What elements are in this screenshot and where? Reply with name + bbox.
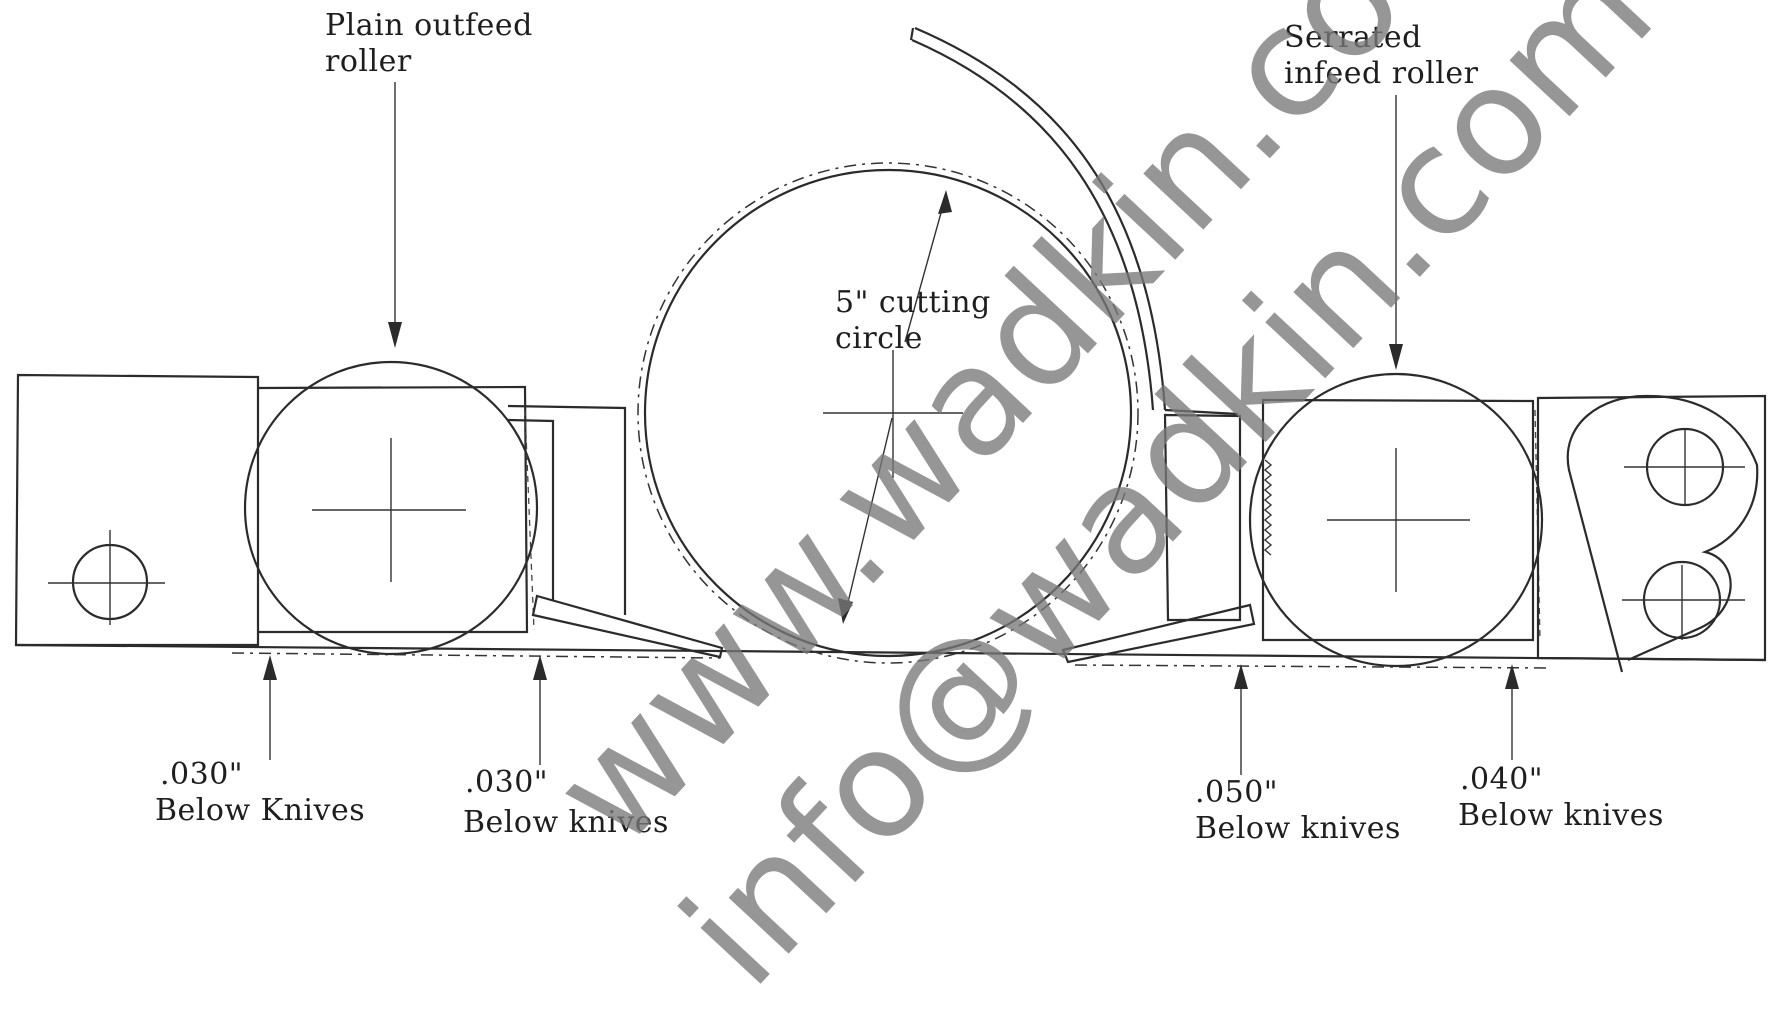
outfeed-label-arrow bbox=[388, 322, 402, 348]
infeed-roller-label-line1: Serrated bbox=[1284, 20, 1422, 55]
guard-arc-end bbox=[909, 27, 915, 41]
serration-marks bbox=[1263, 459, 1273, 556]
outfeed-bracket bbox=[257, 385, 529, 634]
radius-leader-upper bbox=[904, 194, 947, 343]
outfeed-roller-label-line1: Plain outfeed bbox=[325, 8, 533, 43]
outfeed-roller bbox=[243, 360, 539, 656]
infeed-roller bbox=[1248, 372, 1544, 668]
pressure-bar-left-inner bbox=[507, 418, 555, 600]
pressure-bar-right bbox=[1163, 413, 1242, 622]
dim3-arrow bbox=[1234, 664, 1248, 689]
cutting-circle-label-line2: circle bbox=[835, 321, 923, 356]
dim1-text: Below Knives bbox=[155, 793, 366, 828]
right-housing bbox=[1536, 394, 1767, 662]
dim2-value: .030" bbox=[465, 765, 549, 800]
cutting-circle-label-line1: 5" cutting bbox=[835, 285, 991, 320]
infeed-label-arrow bbox=[1389, 344, 1403, 370]
dim4-value: .040" bbox=[1460, 762, 1544, 797]
infeed-bracket bbox=[1261, 398, 1535, 642]
infeed-roller-label-line2: infeed roller bbox=[1284, 56, 1479, 91]
dim3-value: .050" bbox=[1195, 775, 1279, 810]
table-baseline bbox=[14, 643, 1766, 662]
radius-arrow-upper bbox=[938, 190, 952, 214]
cutting-circle bbox=[643, 168, 1133, 658]
left-wedge bbox=[531, 594, 724, 659]
cam-lever bbox=[1566, 394, 1759, 673]
dim1-value: .030" bbox=[160, 757, 244, 792]
dim2-arrow bbox=[533, 655, 547, 680]
left-housing bbox=[14, 373, 260, 647]
dim4-text: Below knives bbox=[1458, 798, 1664, 833]
radius-leader-lower bbox=[844, 417, 893, 616]
radius-arrow-lower bbox=[838, 598, 853, 624]
right-wedge bbox=[1061, 603, 1256, 664]
outfeed-roller-label-line2: roller bbox=[325, 44, 412, 79]
roller-setting-diagram: Plain outfeed roller Serrated infeed rol… bbox=[14, 0, 1767, 1019]
dim4-arrow bbox=[1505, 664, 1519, 689]
guard-arc-foot bbox=[1164, 408, 1239, 416]
diagram-drawing bbox=[14, 26, 1767, 775]
guard-arc-inner bbox=[911, 38, 1155, 411]
clearance-line-left bbox=[231, 652, 721, 659]
clearance-line-right bbox=[1074, 664, 1551, 669]
dim1-arrow bbox=[263, 655, 277, 680]
dim2-text: Below knives bbox=[463, 805, 669, 840]
pressure-bar-left-outline bbox=[507, 404, 627, 615]
dim3-text: Below knives bbox=[1195, 811, 1401, 846]
guard-arc-outer bbox=[914, 26, 1167, 411]
cutting-circle-dash bbox=[637, 162, 1139, 664]
outfeed-roller-hidden-edge bbox=[524, 409, 535, 631]
